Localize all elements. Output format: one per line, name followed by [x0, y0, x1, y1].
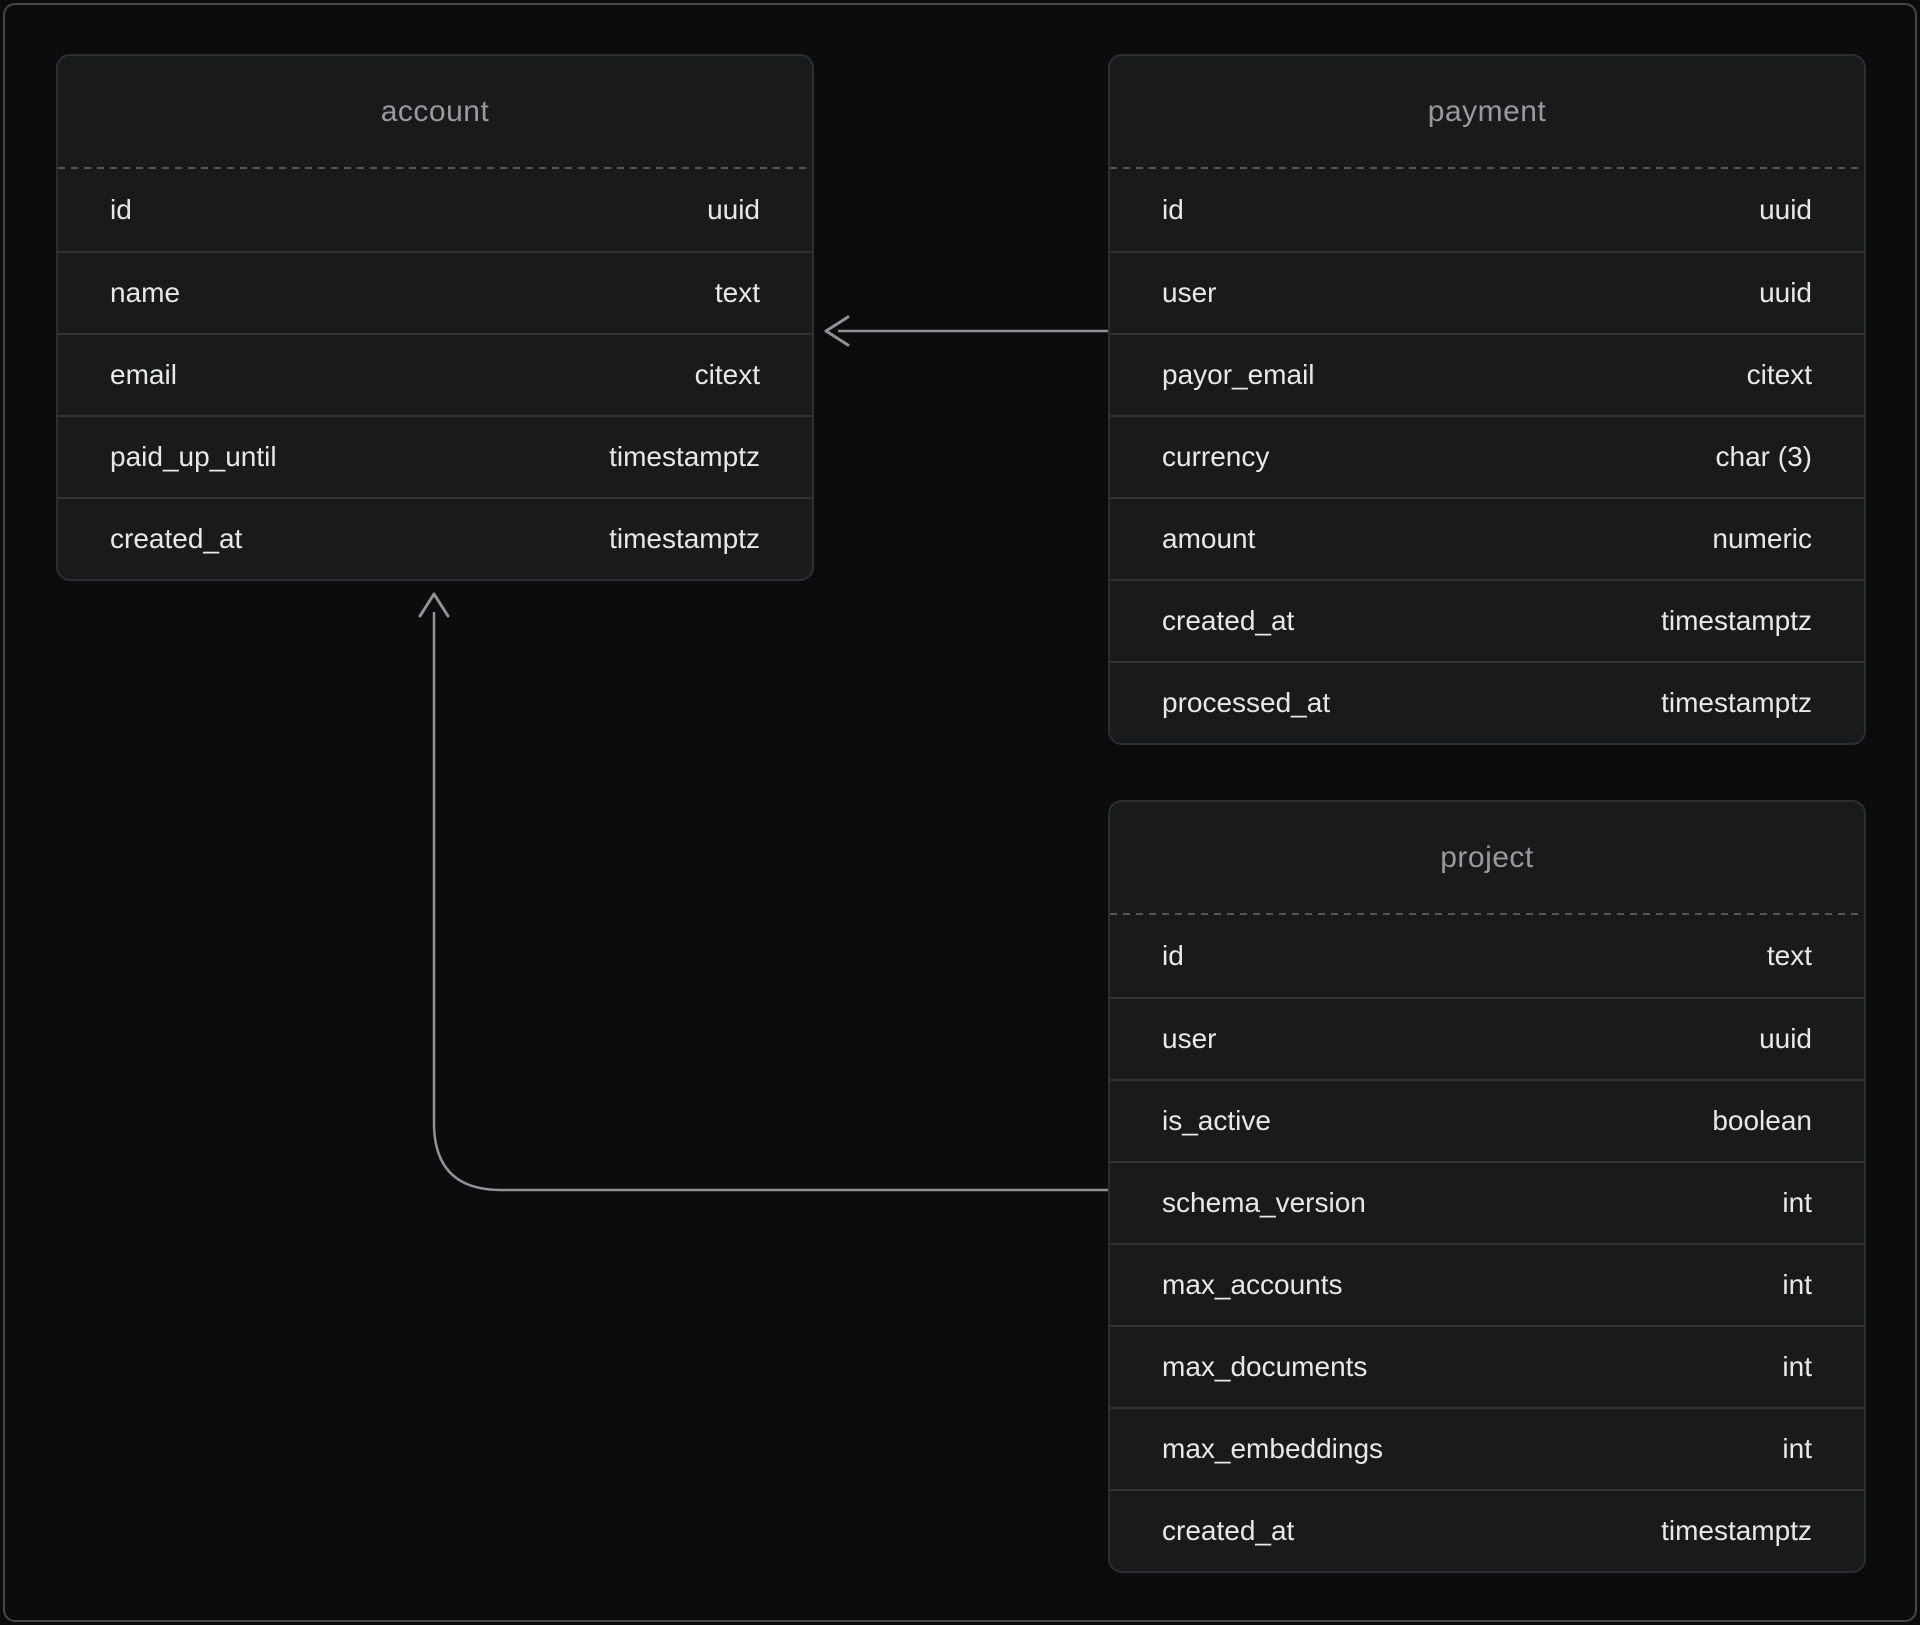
table-title: project — [1440, 840, 1534, 874]
field-type: numeric — [1712, 523, 1812, 554]
field-row-payment-payor_email[interactable]: payor_email citext — [1110, 333, 1864, 415]
table-node-project[interactable]: project id text user uuid is_active boolean sch… — [1108, 800, 1866, 1573]
field-type: text — [714, 277, 760, 308]
field-type: text — [1766, 940, 1812, 971]
field-name: name — [110, 277, 181, 308]
field-type: int — [1782, 1351, 1812, 1382]
field-row-project-max_documents[interactable]: max_documents int — [1110, 1325, 1864, 1407]
field-row-payment-created_at[interactable]: created_at timestamptz — [1110, 579, 1864, 661]
field-name: id — [1162, 194, 1184, 225]
field-type: int — [1782, 1433, 1812, 1464]
field-type: uuid — [1759, 1023, 1812, 1054]
field-name: max_documents — [1162, 1351, 1368, 1382]
field-row-account-paid_up_until[interactable]: paid_up_until timestamptz — [58, 415, 812, 497]
arrowhead-icon-payment-to-account — [824, 315, 850, 347]
table-header-payment[interactable]: payment — [1110, 56, 1864, 167]
field-name: created_at — [1162, 1515, 1295, 1546]
field-name: payor_email — [1162, 359, 1315, 390]
field-type: timestamptz — [1661, 605, 1812, 636]
field-row-project-created_at[interactable]: created_at timestamptz — [1110, 1489, 1864, 1571]
field-name: processed_at — [1162, 687, 1331, 718]
field-name: id — [110, 194, 132, 225]
field-type: citext — [694, 359, 760, 390]
field-row-project-id[interactable]: id text — [1110, 915, 1864, 997]
field-name: currency — [1162, 441, 1270, 472]
field-type: uuid — [707, 194, 760, 225]
field-name: created_at — [110, 523, 243, 554]
field-type: timestamptz — [1661, 687, 1812, 718]
field-name: user — [1162, 1023, 1217, 1054]
field-name: created_at — [1162, 605, 1295, 636]
field-name: id — [1162, 940, 1184, 971]
table-node-account[interactable]: account id uuid name text email citext paid_up_… — [56, 54, 814, 581]
table-title: payment — [1427, 94, 1547, 128]
field-type: char (3) — [1715, 441, 1812, 472]
relationship-line-project-to-account — [432, 612, 1108, 1192]
field-row-payment-amount[interactable]: amount numeric — [1110, 497, 1864, 579]
field-row-payment-currency[interactable]: currency char (3) — [1110, 415, 1864, 497]
table-header-project[interactable]: project — [1110, 802, 1864, 913]
table-title: account — [380, 94, 490, 128]
field-type: timestamptz — [609, 441, 760, 472]
field-name: is_active — [1162, 1105, 1271, 1136]
field-type: uuid — [1759, 194, 1812, 225]
field-name: max_accounts — [1162, 1269, 1343, 1300]
field-row-payment-user[interactable]: user uuid — [1110, 251, 1864, 333]
field-row-account-created_at[interactable]: created_at timestamptz — [58, 497, 812, 579]
field-name: paid_up_until — [110, 441, 277, 472]
field-row-payment-id[interactable]: id uuid — [1110, 169, 1864, 251]
field-name: max_embeddings — [1162, 1433, 1384, 1464]
table-node-payment[interactable]: payment id uuid user uuid payor_email citext cu… — [1108, 54, 1866, 745]
header-dashed-separator — [1110, 167, 1864, 169]
field-type: int — [1782, 1269, 1812, 1300]
field-type: uuid — [1759, 277, 1812, 308]
field-type: boolean — [1712, 1105, 1812, 1136]
table-header-account[interactable]: account — [58, 56, 812, 167]
field-type: citext — [1746, 359, 1812, 390]
field-row-project-max_accounts[interactable]: max_accounts int — [1110, 1243, 1864, 1325]
field-name: email — [110, 359, 177, 390]
field-row-account-id[interactable]: id uuid — [58, 169, 812, 251]
header-dashed-separator — [58, 167, 812, 169]
field-type: int — [1782, 1187, 1812, 1218]
field-type: timestamptz — [1661, 1515, 1812, 1546]
arrowhead-icon-project-to-account — [418, 592, 450, 618]
field-row-payment-processed_at[interactable]: processed_at timestamptz — [1110, 661, 1864, 743]
field-name: schema_version — [1162, 1187, 1366, 1218]
field-row-project-schema_version[interactable]: schema_version int — [1110, 1161, 1864, 1243]
field-row-project-max_embeddings[interactable]: max_embeddings int — [1110, 1407, 1864, 1489]
header-dashed-separator — [1110, 913, 1864, 915]
field-row-account-email[interactable]: email citext — [58, 333, 812, 415]
field-name: amount — [1162, 523, 1256, 554]
field-type: timestamptz — [609, 523, 760, 554]
field-row-account-name[interactable]: name text — [58, 251, 812, 333]
field-row-project-user[interactable]: user uuid — [1110, 997, 1864, 1079]
field-name: user — [1162, 277, 1217, 308]
field-row-project-is_active[interactable]: is_active boolean — [1110, 1079, 1864, 1161]
